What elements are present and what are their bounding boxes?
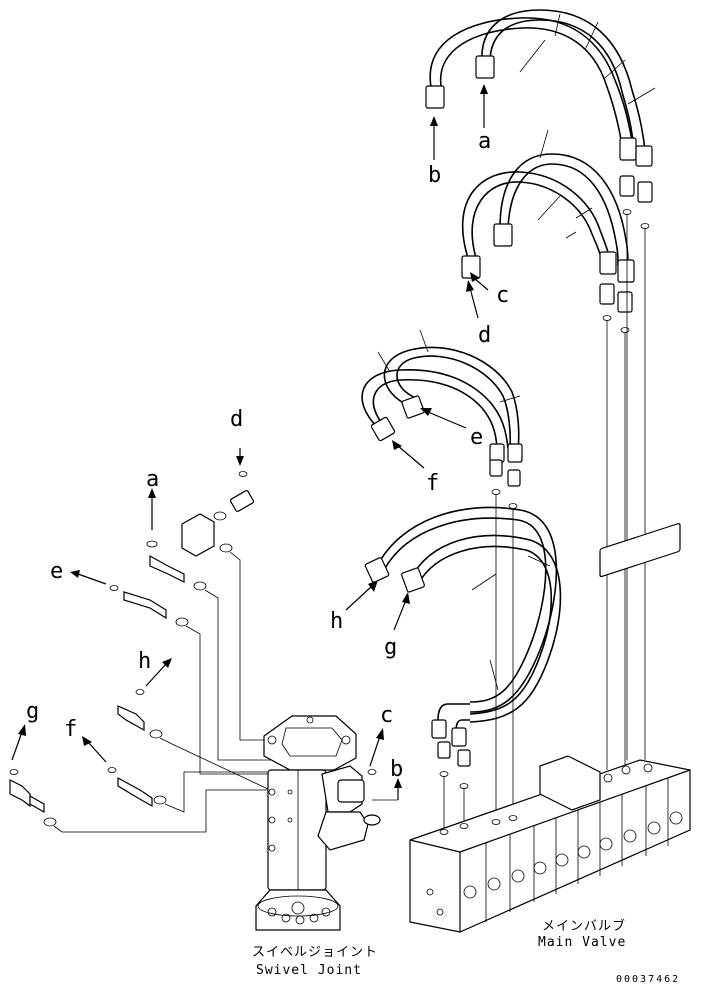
- label-b-top: b: [428, 163, 441, 188]
- label-c-joint: c: [380, 703, 393, 728]
- label-d-mid: d: [478, 323, 491, 348]
- label-e-mid: e: [470, 425, 483, 450]
- main-valve: [409, 522, 691, 933]
- main-valve-caption-jp: メインバルブ: [542, 918, 626, 934]
- swivel-joint-caption-jp: スイベルジョイント: [252, 945, 378, 960]
- part-labels: b a c d e f h g a d e h g f c b: [26, 129, 509, 782]
- left-fittings: [9, 471, 255, 827]
- swivel-joint-caption-en: Swivel Joint: [256, 963, 362, 978]
- drawing-code: 00037462: [616, 974, 680, 985]
- label-g-left: g: [26, 699, 39, 724]
- swivel-joint: [255, 715, 381, 931]
- label-h-mid: h: [330, 609, 343, 634]
- label-b-joint: b: [390, 757, 403, 782]
- arrows: [11, 84, 489, 801]
- label-d-left: d: [230, 407, 243, 432]
- hose-assembly-cd: [461, 129, 635, 333]
- connection-lines: [443, 214, 646, 830]
- hose-assembly-ef: [361, 329, 523, 509]
- label-g-mid: g: [384, 635, 397, 660]
- label-e-left: e: [50, 559, 63, 584]
- label-h-left: h: [138, 649, 151, 674]
- hose-assembly-gh: [364, 506, 562, 789]
- captions: スイベルジョイント Swivel Joint メインバルブ Main Valve…: [252, 918, 680, 985]
- hose-assembly-ab: [425, 9, 656, 229]
- label-a-left: a: [146, 467, 159, 492]
- label-f-mid: f: [426, 471, 439, 496]
- label-a-top: a: [478, 129, 491, 154]
- label-c-mid: c: [496, 283, 509, 308]
- left-routing-lines: [53, 551, 278, 833]
- label-f-left: f: [64, 717, 77, 742]
- main-valve-caption-en: Main Valve: [538, 935, 626, 950]
